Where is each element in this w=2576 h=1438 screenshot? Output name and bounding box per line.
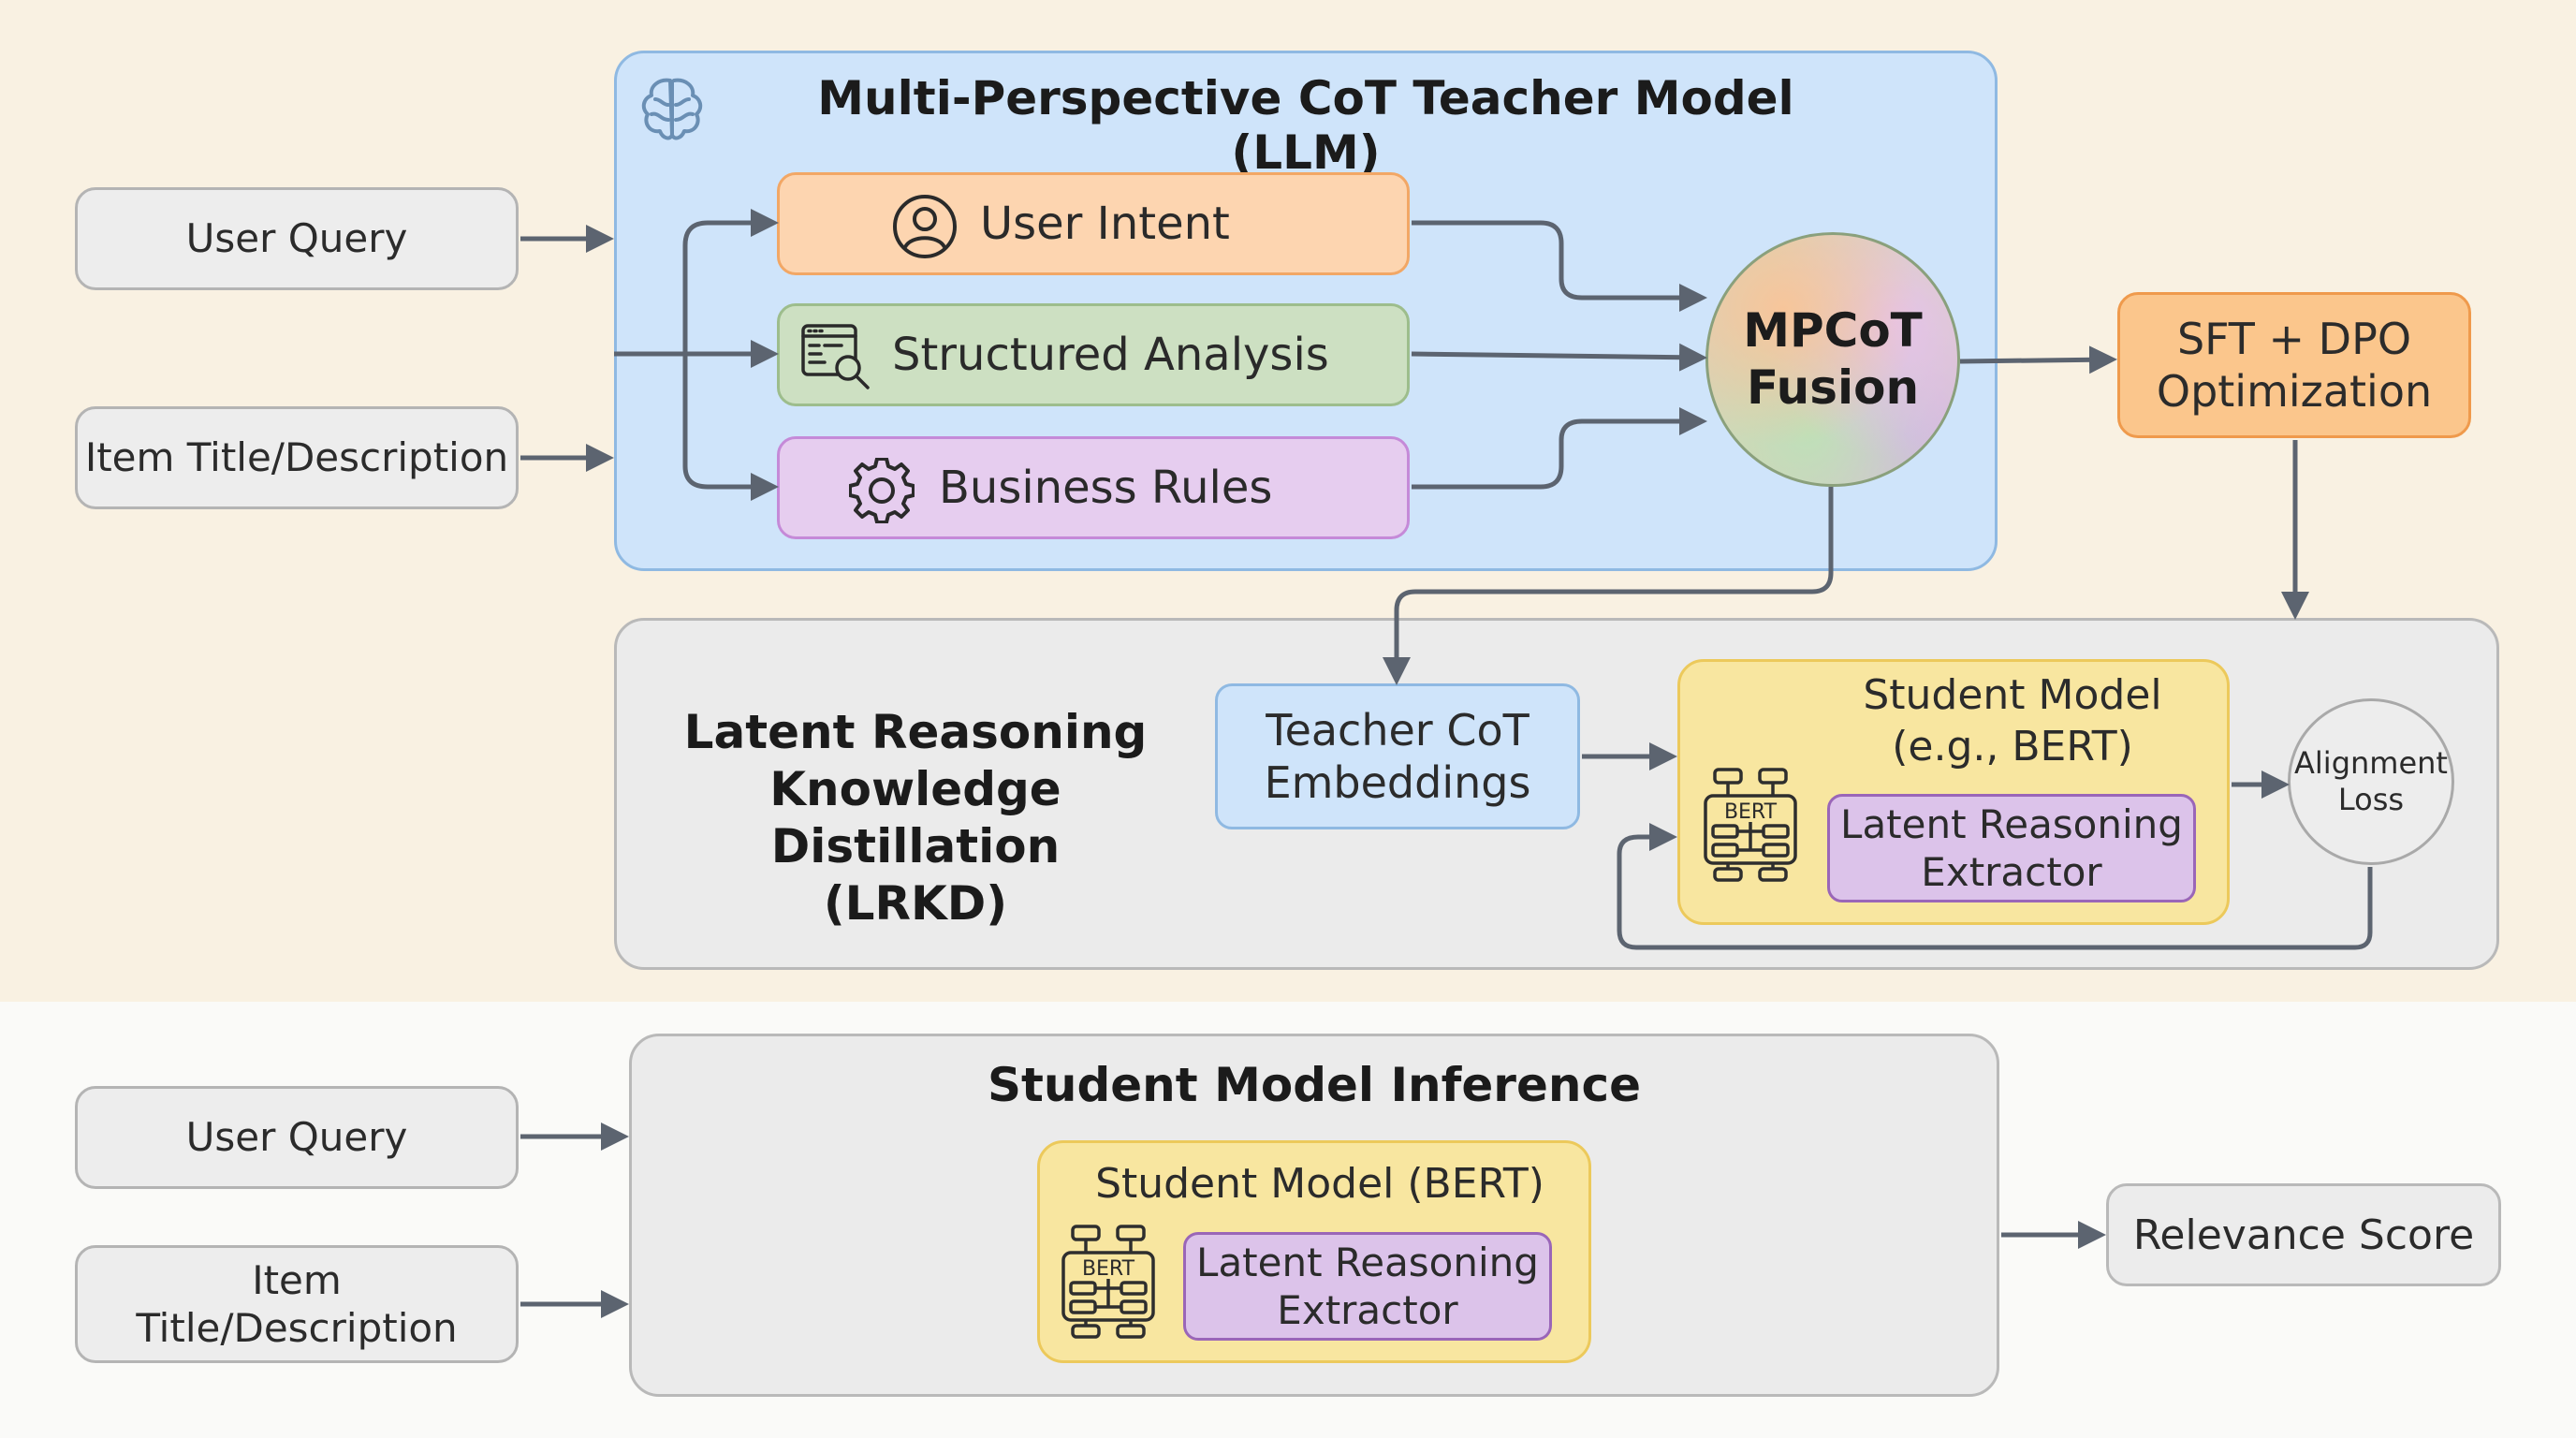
inference-user-query-box: User Query [75,1086,519,1189]
user-intent-box: User Intent [777,172,1410,275]
inference-item-line1: Item [252,1256,342,1303]
mpcot-fusion-node: MPCoT Fusion [1705,232,1960,487]
business-rules-label: Business Rules [939,462,1273,514]
item-description-input-box: Item Title/Description [75,406,519,509]
user-query-label: User Query [185,215,408,262]
business-rules-box: Business Rules [777,436,1410,539]
latent-reasoning-extractor-training: Latent Reasoning Extractor [1827,794,2196,902]
extractor-training-line1: Latent Reasoning [1840,800,2183,847]
brain-icon [635,71,710,146]
sft-dpo-optimization-box: SFT + DPO Optimization [2117,292,2471,438]
alignment-line2: Loss [2337,782,2405,817]
bert-badge-training: BERT [1723,800,1778,824]
inference-user-query-label: User Query [185,1114,408,1161]
student-model-training-title: Student Model (e.g., BERT) [1769,670,2256,773]
extractor-inference-line2: Extractor [1277,1287,1458,1333]
lrkd-title-line1: Latent Reasoning [683,705,1148,759]
user-intent-label: User Intent [980,198,1230,250]
lrkd-title: Latent Reasoning Knowledge Distillation … [637,704,1194,932]
bert-network-icon [1702,766,1799,882]
inference-title: Student Model Inference [987,1058,1642,1112]
sft-line2: Optimization [2156,366,2433,417]
extractor-inference-line1: Latent Reasoning [1196,1239,1539,1285]
teacher-model-title: Multi-Perspective CoT Teacher Model (LLM… [817,71,1794,180]
structured-analysis-label: Structured Analysis [892,329,1329,381]
inference-item-line2: Title/Description [136,1305,458,1351]
alignment-loss-node: Alignment Loss [2288,698,2454,865]
structured-analysis-box: Structured Analysis [777,303,1410,406]
teacher-emb-line1: Teacher CoT [1266,704,1530,756]
alignment-line1: Alignment [2294,744,2448,781]
teacher-emb-line2: Embeddings [1264,757,1531,808]
latent-reasoning-extractor-inference: Latent Reasoning Extractor [1183,1232,1552,1341]
bert-network-icon [1060,1223,1157,1339]
lrkd-title-line3: (LRKD) [823,876,1008,931]
user-icon [892,194,958,259]
fusion-line2: Fusion [1746,360,1920,415]
fusion-line1: MPCoT [1743,303,1923,358]
user-query-input-box: User Query [75,187,519,290]
item-description-label: Item Title/Description [84,434,509,481]
document-search-icon [800,323,873,392]
relevance-score-output-box: Relevance Score [2106,1183,2501,1286]
relevance-score-label: Relevance Score [2132,1211,2475,1259]
student-model-inference-title: Student Model (BERT) [1095,1159,1544,1208]
student-line1: Student Model [1863,671,2162,720]
student-line2: (e.g., BERT) [1892,723,2133,770]
bert-badge-inference: BERT [1081,1257,1135,1281]
student-model-inference-title-wrap: Student Model (BERT) [1067,1155,1573,1211]
sft-line1: SFT + DPO [2176,313,2412,364]
inference-item-description-box: Item Title/Description [75,1245,519,1363]
teacher-cot-embeddings-box: Teacher CoT Embeddings [1215,683,1580,829]
extractor-training-line2: Extractor [1921,849,2102,895]
gear-icon [848,457,915,524]
lrkd-title-line2: Knowledge Distillation [769,762,1061,873]
